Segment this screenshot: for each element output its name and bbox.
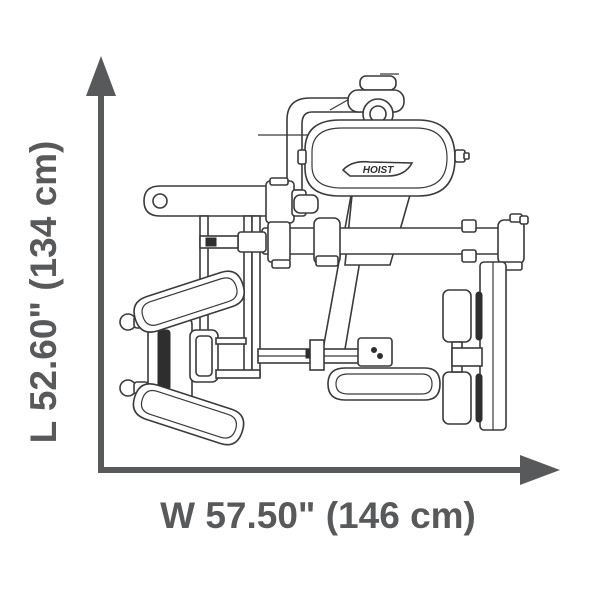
length-dimension-label: L 52.60" (134 cm) <box>23 141 64 444</box>
logo-text: HOIST <box>363 165 394 176</box>
lower-left-roller-pad <box>132 382 245 446</box>
lower-middle-pad <box>327 367 441 401</box>
chest-pad <box>297 119 470 197</box>
right-foot-pads <box>442 289 483 425</box>
upper-left-roller-pad <box>133 270 246 333</box>
main-horizontal-arm <box>199 213 529 271</box>
machine-top-view-drawing: HOIST <box>119 73 529 446</box>
logo-badge: HOIST <box>341 160 414 177</box>
horizontal-axis-arrowhead <box>520 455 560 485</box>
width-dimension-label: W 57.50" (146 cm) <box>160 495 476 536</box>
vertical-axis-arrowhead <box>86 56 116 96</box>
dimension-axes <box>86 56 560 485</box>
frame-bottom-bar <box>215 369 261 379</box>
upper-arm-tube <box>143 177 319 224</box>
left-seat-assembly <box>119 313 247 405</box>
